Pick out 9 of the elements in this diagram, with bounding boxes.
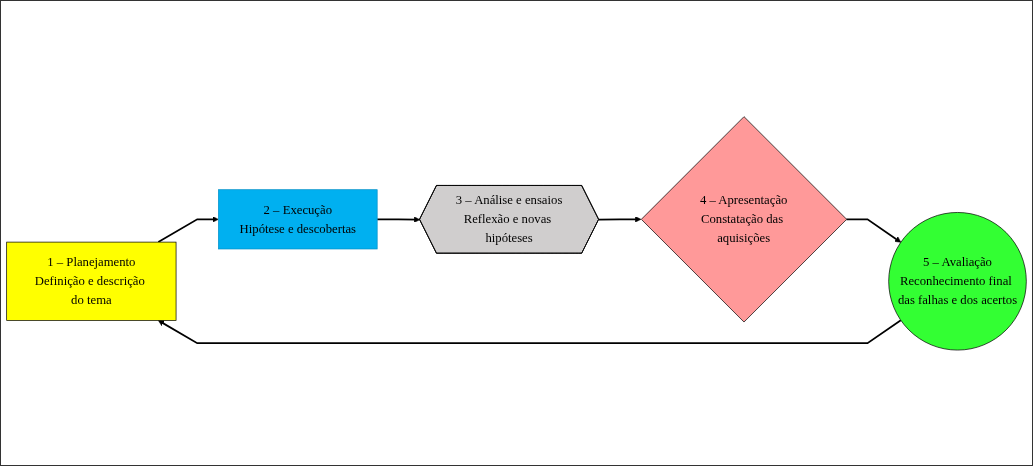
node-diamond: 4 – Apresentação Constatação das aquisições <box>640 115 848 322</box>
arrow <box>598 215 642 223</box>
node-circle: 5 – Avaliação Reconhecimento final das falhas e dos acertos <box>888 211 1027 351</box>
arrow <box>157 215 219 243</box>
arrow <box>158 319 902 344</box>
arrow <box>376 216 421 223</box>
arrow <box>845 218 902 243</box>
node-box: 2 – Execução Hipótese e descobertas <box>218 188 378 249</box>
node-box: 1 – Planejamento Definição e descrição do tema <box>6 241 177 321</box>
